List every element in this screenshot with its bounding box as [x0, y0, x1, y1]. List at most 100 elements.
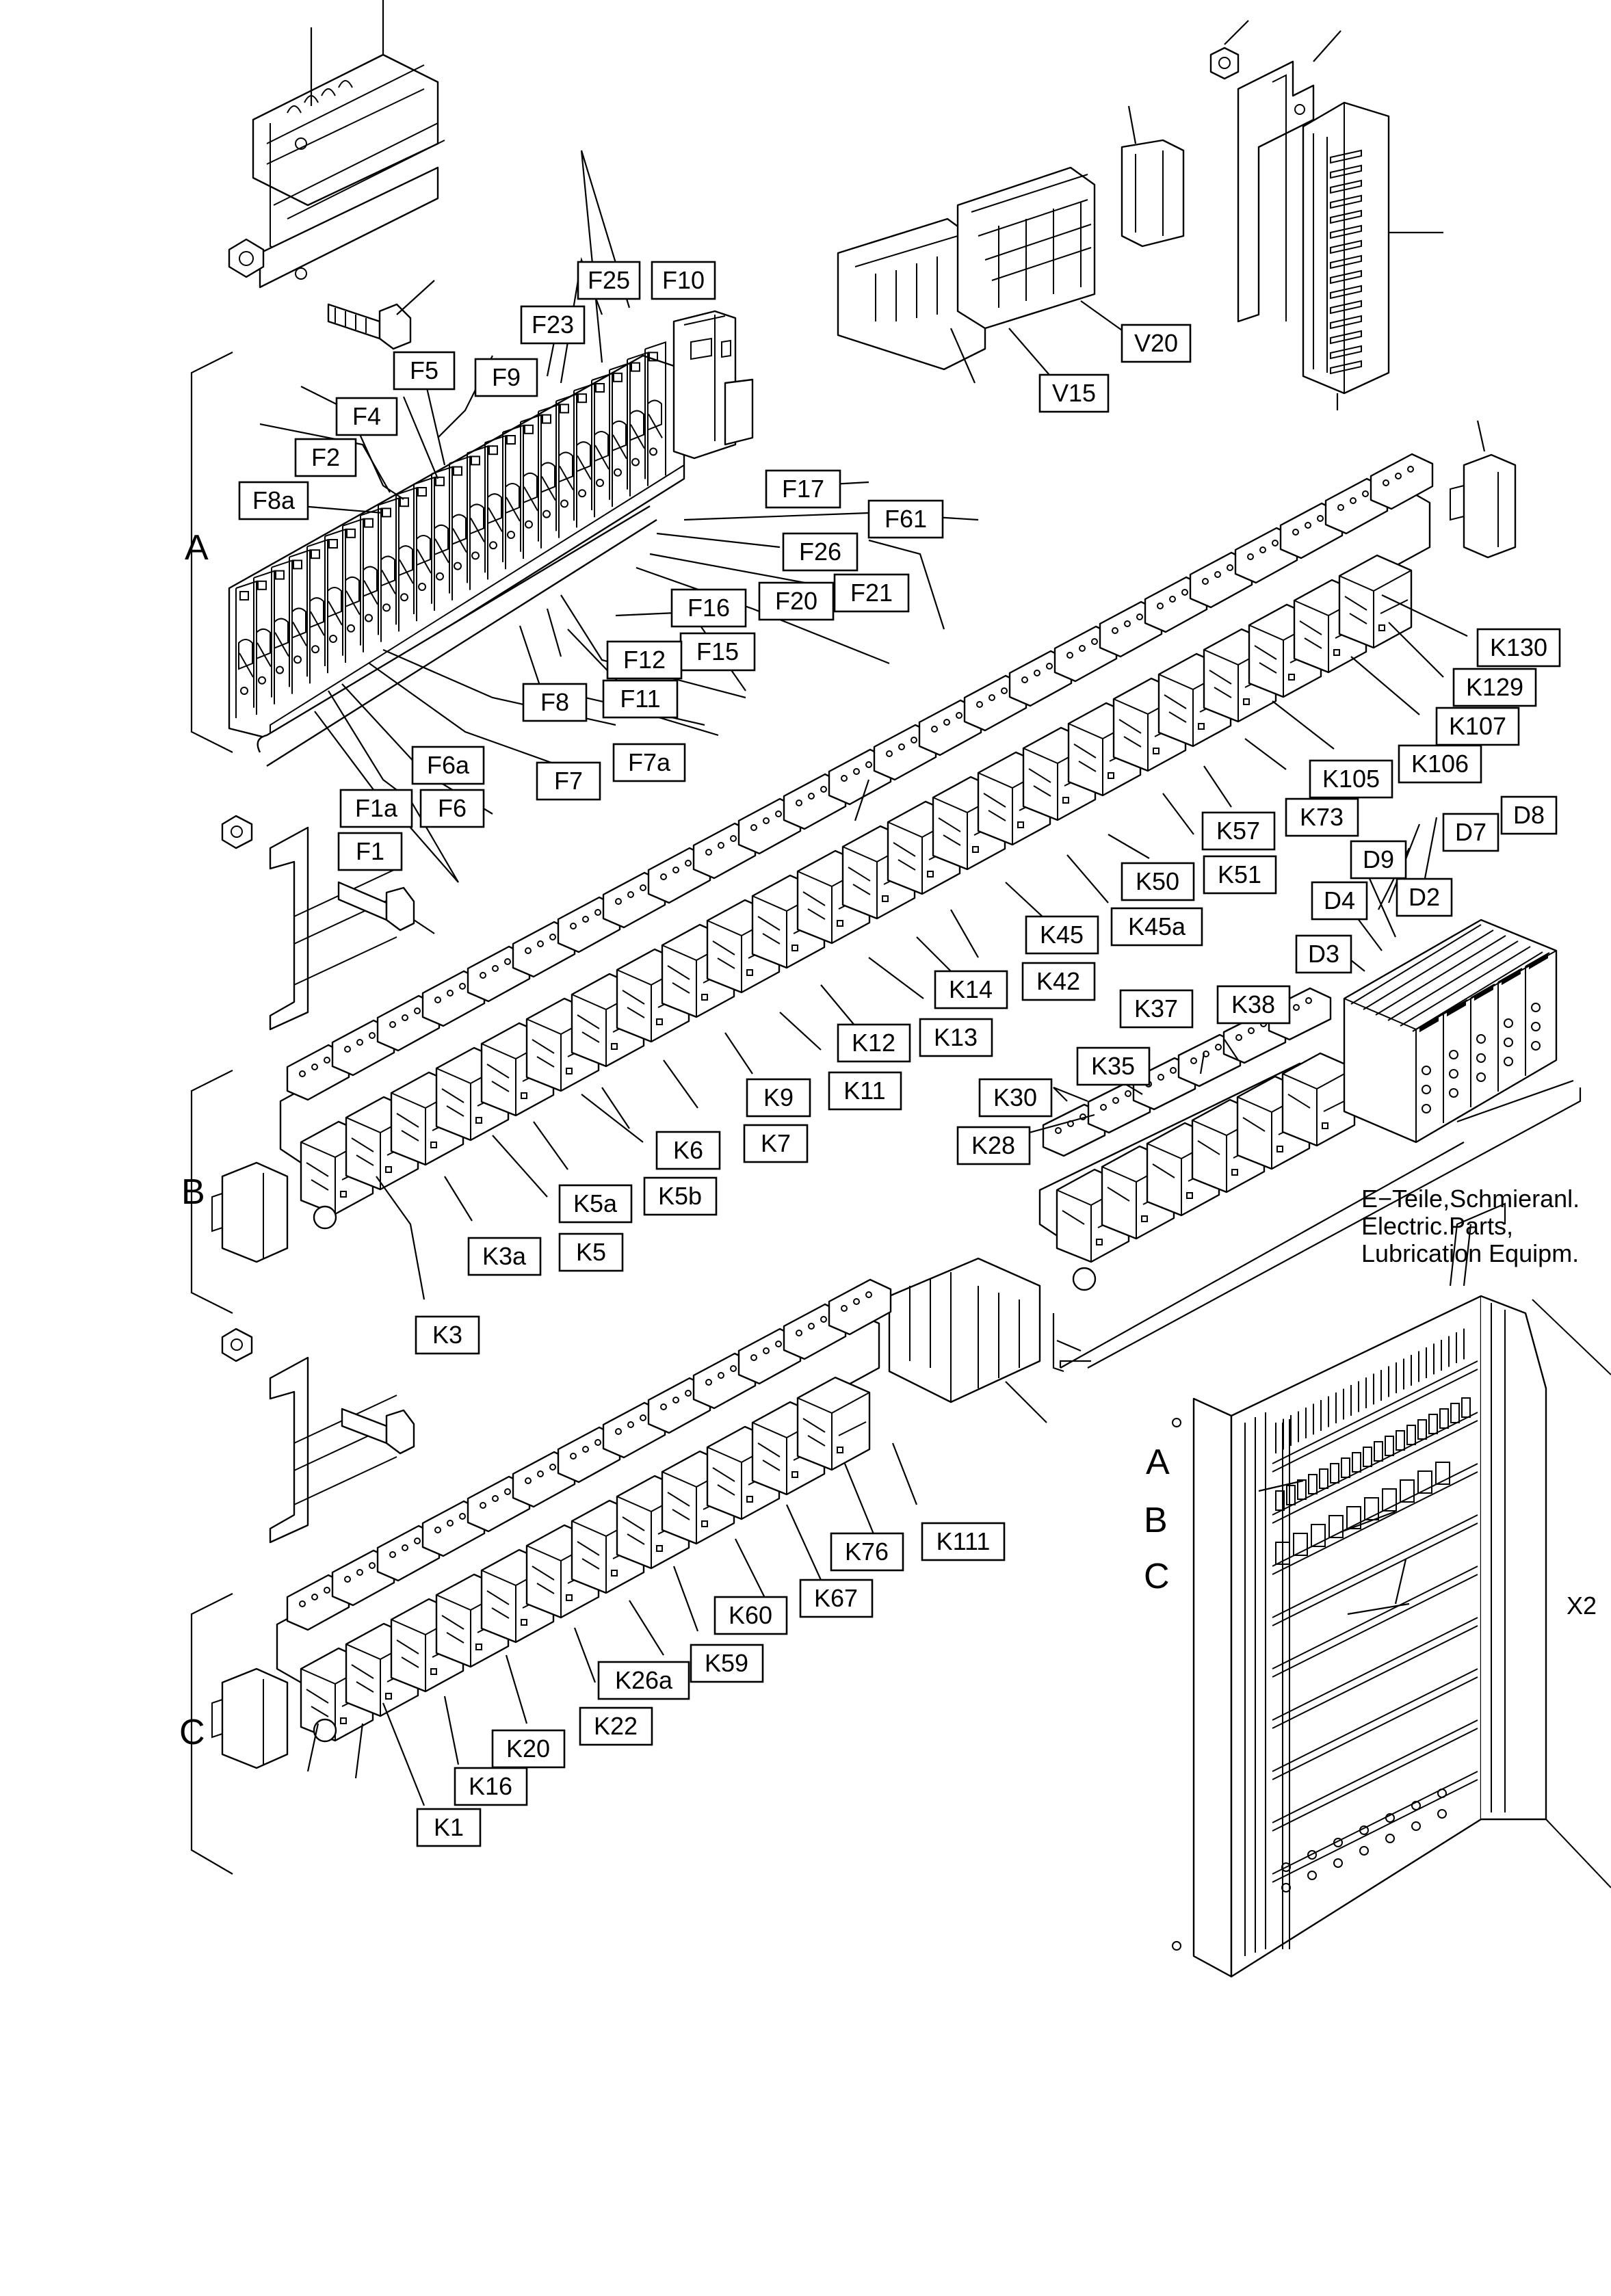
callout-f23: F23 [520, 305, 586, 345]
svg-text:K35: K35 [1091, 1052, 1135, 1080]
svg-text:F1a: F1a [355, 794, 398, 822]
svg-text:K16: K16 [469, 1772, 512, 1800]
callout-k45: K45 [1025, 915, 1099, 955]
svg-text:F10: F10 [662, 266, 705, 294]
terminal-block-group-top [837, 105, 1185, 384]
callout-labels: F25 F10 F23 F5 F9 F4 F2 F8a F17 F61 F26 … [238, 261, 1561, 1847]
callout-k59: K59 [690, 1644, 764, 1683]
svg-text:K60: K60 [729, 1601, 772, 1629]
svg-text:K106: K106 [1411, 750, 1469, 778]
relay-rail-b [279, 453, 1434, 1230]
svg-text:K5b: K5b [658, 1182, 702, 1210]
callout-k106: K106 [1398, 744, 1482, 784]
end-bracket-top-right [1450, 420, 1517, 559]
callout-f16: F16 [670, 588, 747, 628]
callout-v15: V15 [1038, 373, 1110, 413]
svg-text:K59: K59 [705, 1649, 748, 1677]
svg-text:K5a: K5a [573, 1189, 618, 1217]
cabinet-x2-label: X2 [1567, 1592, 1597, 1620]
callout-k6: K6 [655, 1131, 721, 1170]
svg-text:K13: K13 [934, 1023, 978, 1051]
callout-k20: K20 [491, 1729, 566, 1769]
svg-text:F17: F17 [782, 475, 824, 503]
callout-k1: K1 [416, 1808, 482, 1847]
callout-k11: K11 [828, 1071, 902, 1111]
callout-k38: K38 [1216, 985, 1291, 1025]
callout-k5a: K5a [558, 1184, 633, 1224]
svg-text:F6: F6 [438, 794, 467, 822]
svg-text:K11: K11 [843, 1077, 885, 1105]
svg-text:K12: K12 [852, 1029, 895, 1057]
svg-text:F61: F61 [885, 505, 927, 533]
svg-text:D7: D7 [1455, 818, 1486, 846]
svg-text:F7: F7 [554, 767, 583, 795]
svg-text:V15: V15 [1052, 379, 1096, 407]
svg-text:F8: F8 [540, 688, 569, 716]
callout-k73: K73 [1285, 797, 1359, 837]
svg-text:D8: D8 [1513, 801, 1545, 829]
svg-text:K50: K50 [1136, 867, 1179, 895]
svg-text:K38: K38 [1231, 990, 1275, 1018]
callout-f9: F9 [474, 358, 538, 397]
section-brackets [190, 352, 1582, 1875]
callout-f4: F4 [335, 397, 398, 436]
svg-text:K45: K45 [1040, 921, 1084, 949]
svg-text:F4: F4 [352, 402, 381, 430]
svg-text:K129: K129 [1466, 673, 1523, 701]
svg-text:F20: F20 [775, 587, 817, 615]
b-end-holder [211, 1161, 289, 1263]
c-end-holder [211, 1667, 289, 1769]
callout-f10: F10 [651, 261, 716, 300]
callout-k30: K30 [978, 1078, 1053, 1118]
note-line-1: E−Teile,Schmieranl. [1361, 1185, 1580, 1213]
callout-f12: F12 [606, 640, 683, 680]
svg-text:K3a: K3a [482, 1242, 527, 1270]
callout-k5b: K5b [643, 1176, 718, 1216]
callout-k111: K111 [921, 1522, 1006, 1561]
svg-text:K76: K76 [845, 1538, 889, 1566]
note-line-2: Electric.Parts, [1361, 1212, 1513, 1240]
svg-text:F12: F12 [623, 646, 666, 674]
svg-text:K73: K73 [1300, 803, 1344, 831]
svg-text:K9: K9 [763, 1083, 794, 1111]
callout-k60: K60 [713, 1596, 788, 1635]
callout-k129: K129 [1452, 668, 1537, 707]
callout-k3: K3 [415, 1315, 480, 1355]
svg-text:F21: F21 [850, 579, 893, 607]
svg-text:K67: K67 [814, 1584, 858, 1612]
callout-k13: K13 [919, 1018, 993, 1057]
callout-f6: F6 [419, 789, 485, 828]
section-label-b: B [181, 1172, 205, 1212]
profile-rail-top [1209, 20, 1341, 323]
callout-f8: F8 [522, 683, 588, 722]
cabinet-row-c: C [1144, 1557, 1170, 1596]
svg-text:F23: F23 [532, 311, 574, 339]
svg-text:F9: F9 [492, 363, 521, 391]
svg-text:F15: F15 [696, 637, 739, 665]
module-block-d [1343, 919, 1558, 1144]
svg-text:D2: D2 [1409, 883, 1440, 911]
callout-f1: F1 [337, 832, 403, 871]
svg-text:K30: K30 [993, 1083, 1037, 1111]
callout-f1a: F1a [339, 789, 413, 828]
callout-f8a: F8a [238, 481, 309, 520]
callout-k12: K12 [837, 1023, 911, 1063]
svg-text:K105: K105 [1322, 765, 1380, 793]
svg-text:V20: V20 [1134, 329, 1178, 357]
callout-k3a: K3a [467, 1237, 542, 1276]
callout-f15: F15 [679, 632, 756, 672]
callout-f25: F25 [577, 261, 641, 300]
svg-text:F6a: F6a [427, 751, 470, 779]
relay-group-b2 [1038, 987, 1356, 1291]
callout-k57: K57 [1201, 811, 1276, 851]
callout-f26: F26 [782, 532, 859, 572]
callout-k45a: K45a [1110, 907, 1203, 947]
fuse-terminal-block [228, 341, 685, 767]
svg-text:K20: K20 [506, 1734, 550, 1763]
svg-text:D3: D3 [1308, 940, 1339, 968]
callout-d9: D9 [1350, 840, 1407, 880]
svg-text:K1: K1 [434, 1813, 464, 1841]
callout-f6a: F6a [411, 745, 485, 785]
